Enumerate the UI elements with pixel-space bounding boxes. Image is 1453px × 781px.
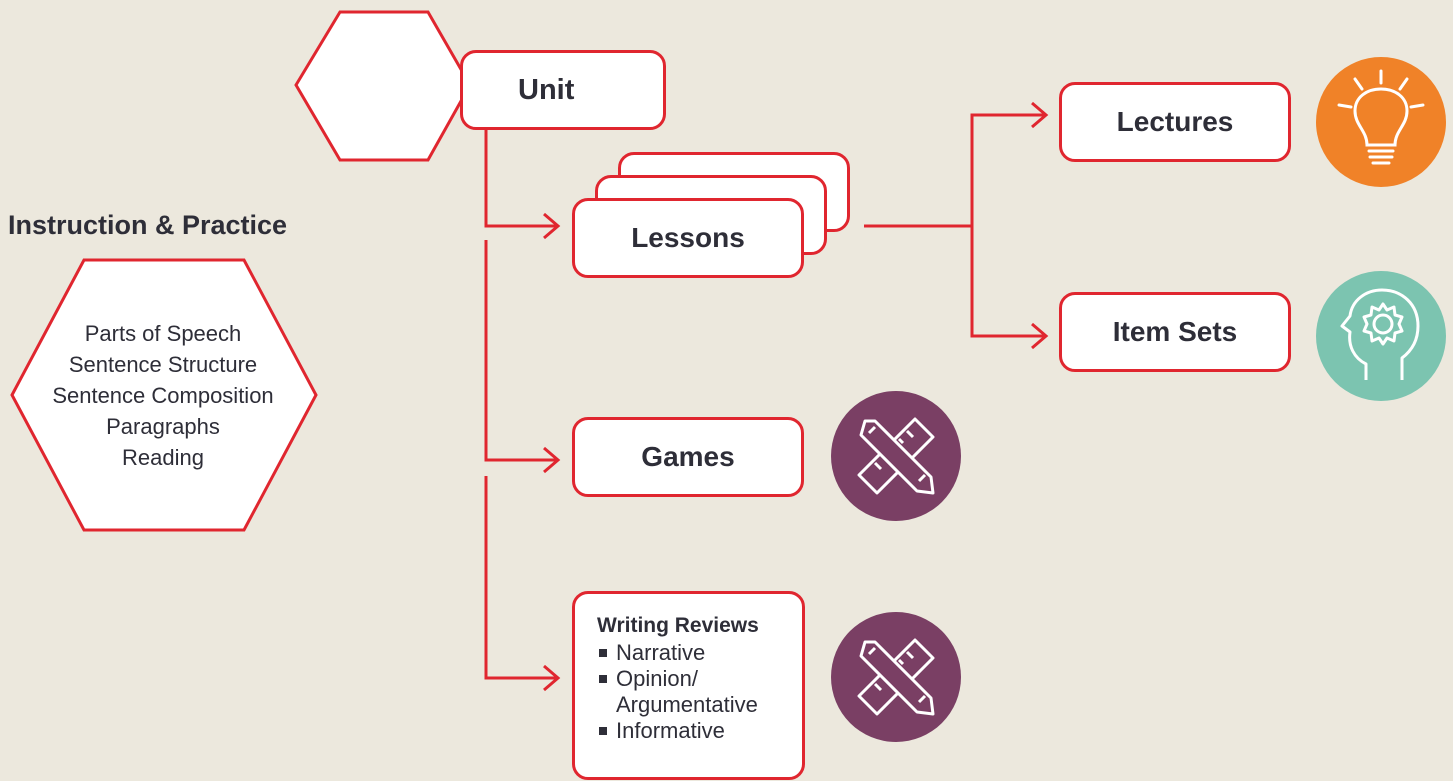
item-sets-label: Item Sets xyxy=(1112,316,1238,347)
unit-hexagon xyxy=(294,10,472,162)
connector-games xyxy=(484,240,556,462)
connector-unit-lessons xyxy=(484,125,556,228)
arrow-item-sets xyxy=(1031,322,1049,350)
pencil-ruler-icon xyxy=(831,391,961,521)
arrow-games xyxy=(543,446,561,474)
bullet-icon xyxy=(599,727,607,735)
connector-item-sets xyxy=(970,226,1044,338)
connector-writing-reviews xyxy=(484,476,556,680)
head-gear-icon xyxy=(1316,271,1446,401)
games-node: Games xyxy=(572,417,804,497)
lectures-label: Lectures xyxy=(1116,106,1234,137)
item-sets-node: Item Sets xyxy=(1059,292,1291,372)
arrow-lectures xyxy=(1031,101,1049,129)
instruction-hexagon xyxy=(10,258,318,532)
bullet-icon xyxy=(599,649,607,657)
topic-item: Reading xyxy=(122,445,204,470)
topic-list: Parts of Speech Sentence Structure Sente… xyxy=(10,318,316,473)
connector-lectures xyxy=(970,113,1044,226)
games-label: Games xyxy=(641,441,735,472)
review-item-informative: Informative xyxy=(597,718,802,744)
lightbulb-icon xyxy=(1316,57,1446,187)
topic-item: Paragraphs xyxy=(106,414,220,439)
review-item-opinion: Opinion/ xyxy=(597,666,802,692)
review-item-narrative: Narrative xyxy=(597,640,802,666)
arrow-writing-reviews xyxy=(543,664,561,692)
unit-node: Unit xyxy=(460,50,666,130)
instruction-heading: Instruction & Practice xyxy=(8,210,288,240)
review-item-argumentative: Argumentative xyxy=(616,692,758,717)
writing-reviews-node: Writing Reviews Narrative Opinion/ Argum… xyxy=(572,591,805,780)
pencil-ruler-icon xyxy=(831,612,961,742)
topic-item: Sentence Composition xyxy=(52,383,274,408)
unit-label: Unit xyxy=(518,73,575,106)
lessons-node: Lessons xyxy=(572,198,804,278)
topic-item: Parts of Speech xyxy=(84,321,242,346)
lessons-label: Lessons xyxy=(631,222,745,253)
writing-reviews-title: Writing Reviews xyxy=(597,614,759,637)
arrow-lessons xyxy=(543,212,561,240)
bullet-icon xyxy=(599,675,607,683)
lectures-node: Lectures xyxy=(1059,82,1291,162)
topic-item: Sentence Structure xyxy=(68,352,258,377)
